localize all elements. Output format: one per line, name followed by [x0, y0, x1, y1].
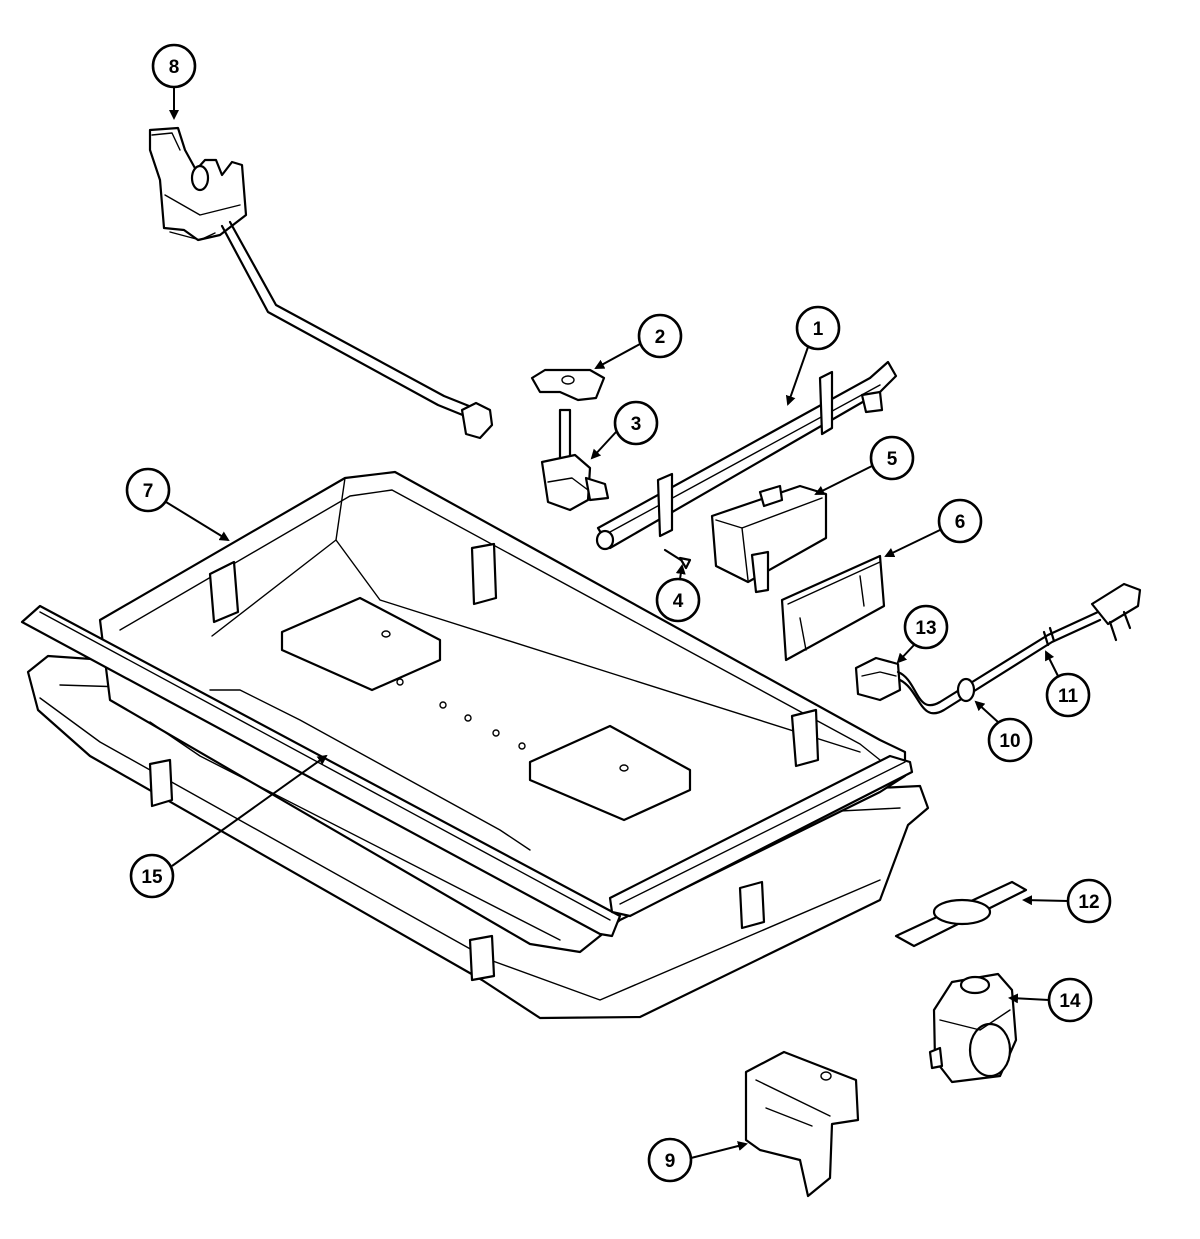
part-4-screw — [663, 548, 692, 570]
part-14-regulator — [928, 972, 1018, 1084]
callout-2-label: 2 — [655, 327, 666, 348]
callout-6-label: 6 — [955, 512, 966, 533]
callout-2: 2 — [594, 313, 683, 369]
callout-13: 13 — [896, 604, 949, 664]
part-6-bracket — [780, 554, 886, 662]
part-1-manifold — [595, 360, 898, 551]
callout-14: 14 — [1008, 977, 1093, 1023]
callout-1: 1 — [785, 305, 841, 406]
callout-1-label: 1 — [813, 319, 824, 340]
part-15-front-trim — [20, 604, 914, 938]
callout-10: 10 — [974, 700, 1033, 763]
callout-15: 15 — [129, 754, 328, 899]
callout-14-label: 14 — [1059, 991, 1081, 1012]
part-12-gasket — [894, 880, 1028, 948]
part-9-bracket — [744, 1050, 860, 1198]
callout-11-label: 11 — [1058, 686, 1079, 707]
callout-4-label: 4 — [673, 591, 684, 612]
callout-13-label: 13 — [915, 618, 936, 639]
part-8-valve-bracket — [148, 126, 494, 440]
callout-5-label: 5 — [887, 449, 898, 470]
callout-8: 8 — [151, 43, 197, 120]
callout-4: 4 — [655, 564, 701, 623]
callout-6: 6 — [884, 498, 983, 558]
callout-10-label: 10 — [999, 731, 1020, 752]
callout-8-label: 8 — [169, 57, 180, 78]
callout-7-label: 7 — [143, 481, 154, 502]
part-2-clip — [530, 368, 606, 402]
callout-15-label: 15 — [141, 867, 163, 888]
callout-12-label: 12 — [1078, 892, 1099, 913]
callout-3: 3 — [590, 400, 659, 460]
part-11-power-cord — [854, 582, 1142, 715]
callout-7: 7 — [125, 467, 230, 542]
part-3-orifice-holder — [540, 408, 610, 512]
callout-3-label: 3 — [631, 414, 642, 435]
callout-9-label: 9 — [665, 1151, 676, 1172]
callout-12: 12 — [1022, 878, 1112, 924]
callout-9: 9 — [647, 1137, 748, 1183]
callout-5: 5 — [814, 435, 915, 495]
callout-11: 11 — [1045, 650, 1091, 718]
part-5-ignition-module — [710, 484, 828, 594]
